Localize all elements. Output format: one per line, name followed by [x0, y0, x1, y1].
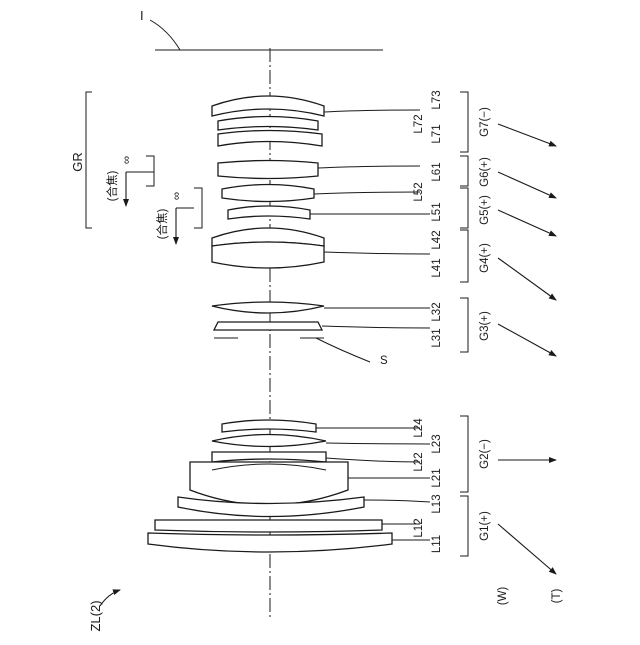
lens-l73 [212, 96, 324, 116]
wide-label: (W) [497, 587, 509, 606]
movement-arrow-g4 [498, 258, 556, 300]
label-l13: L13 [431, 494, 443, 513]
movement-arrow-g6 [498, 172, 556, 198]
lens-l41 [212, 242, 324, 268]
group-label-g1: G1(+) [479, 511, 491, 541]
aperture-stop-label: S [380, 355, 388, 367]
image-plane-label: I [140, 8, 144, 23]
leader-l61 [318, 166, 420, 168]
bracket-g7 [460, 92, 468, 152]
tele-label: (T) [551, 588, 563, 603]
label-l73: L73 [431, 90, 443, 109]
bracket-g5 [460, 188, 468, 228]
bracket-g1 [460, 496, 468, 556]
aperture-stop-leader [316, 338, 370, 362]
label-l24: L24 [413, 418, 425, 438]
lens-l24 [222, 420, 316, 432]
label-l71: L71 [431, 124, 443, 143]
label-l12: L12 [413, 518, 425, 537]
label-l61: L61 [431, 162, 443, 181]
lens-l52 [222, 185, 314, 202]
label-l41: L41 [431, 258, 443, 277]
label-l72: L72 [413, 114, 425, 133]
leader-l31 [322, 326, 430, 328]
lens-l11 [148, 533, 392, 552]
label-l52: L52 [413, 182, 425, 201]
group-label-g2: G2(−) [479, 439, 491, 469]
bracket-g6 [460, 156, 468, 186]
label-l31: L31 [431, 328, 443, 347]
lens-l61 [218, 161, 318, 179]
lens-l22 [212, 452, 326, 462]
leader-l13 [364, 500, 430, 502]
leader-l72 [324, 110, 420, 112]
focus-infinity-g6: ∞ [121, 156, 133, 164]
leader-l42 [324, 252, 430, 254]
lens-l32 [212, 302, 324, 313]
image-plane-leader [150, 20, 180, 50]
lens-l31 [214, 322, 322, 330]
focus-label-g5: (合焦) [155, 209, 169, 240]
bracket-g2 [460, 416, 468, 492]
focus-bracket-g6 [146, 156, 154, 186]
rear-group-label: GR [70, 152, 85, 172]
label-l11: L11 [431, 535, 443, 553]
figure-label-arrow [100, 590, 120, 606]
leader-l52 [314, 192, 420, 194]
label-l22: L22 [413, 452, 425, 471]
leader-l23 [326, 443, 430, 444]
bracket-g3 [460, 298, 468, 352]
lens-l51 [228, 206, 310, 219]
bracket-g4 [460, 230, 468, 282]
lens-l72 [218, 117, 318, 131]
movement-arrow-g5 [498, 210, 556, 236]
movement-arrow-g7 [498, 124, 556, 146]
focus-label-g6: (合焦) [105, 171, 119, 202]
label-l21: L21 [431, 468, 443, 487]
label-l23: L23 [431, 434, 443, 453]
group-label-g6: G6(+) [479, 157, 491, 187]
label-l32: L32 [431, 302, 443, 321]
label-l42: L42 [431, 230, 443, 249]
movement-arrow-g3 [498, 324, 556, 356]
lens-l12 [155, 520, 382, 532]
bracket-gr [86, 92, 92, 228]
lens-l21 [190, 462, 348, 505]
group-label-g7: G7(−) [479, 107, 491, 137]
group-label-g3: G3(+) [479, 311, 491, 341]
movement-arrow-g1 [498, 524, 556, 574]
label-l51: L51 [431, 202, 443, 221]
lens-l23 [212, 435, 326, 447]
figure-label: ZL(2) [88, 600, 103, 631]
focus-infinity-g5: ∞ [171, 192, 183, 200]
group-label-g4: G4(+) [479, 243, 491, 273]
focus-bracket-g5 [194, 188, 202, 228]
group-label-g5: G5(+) [479, 195, 491, 225]
